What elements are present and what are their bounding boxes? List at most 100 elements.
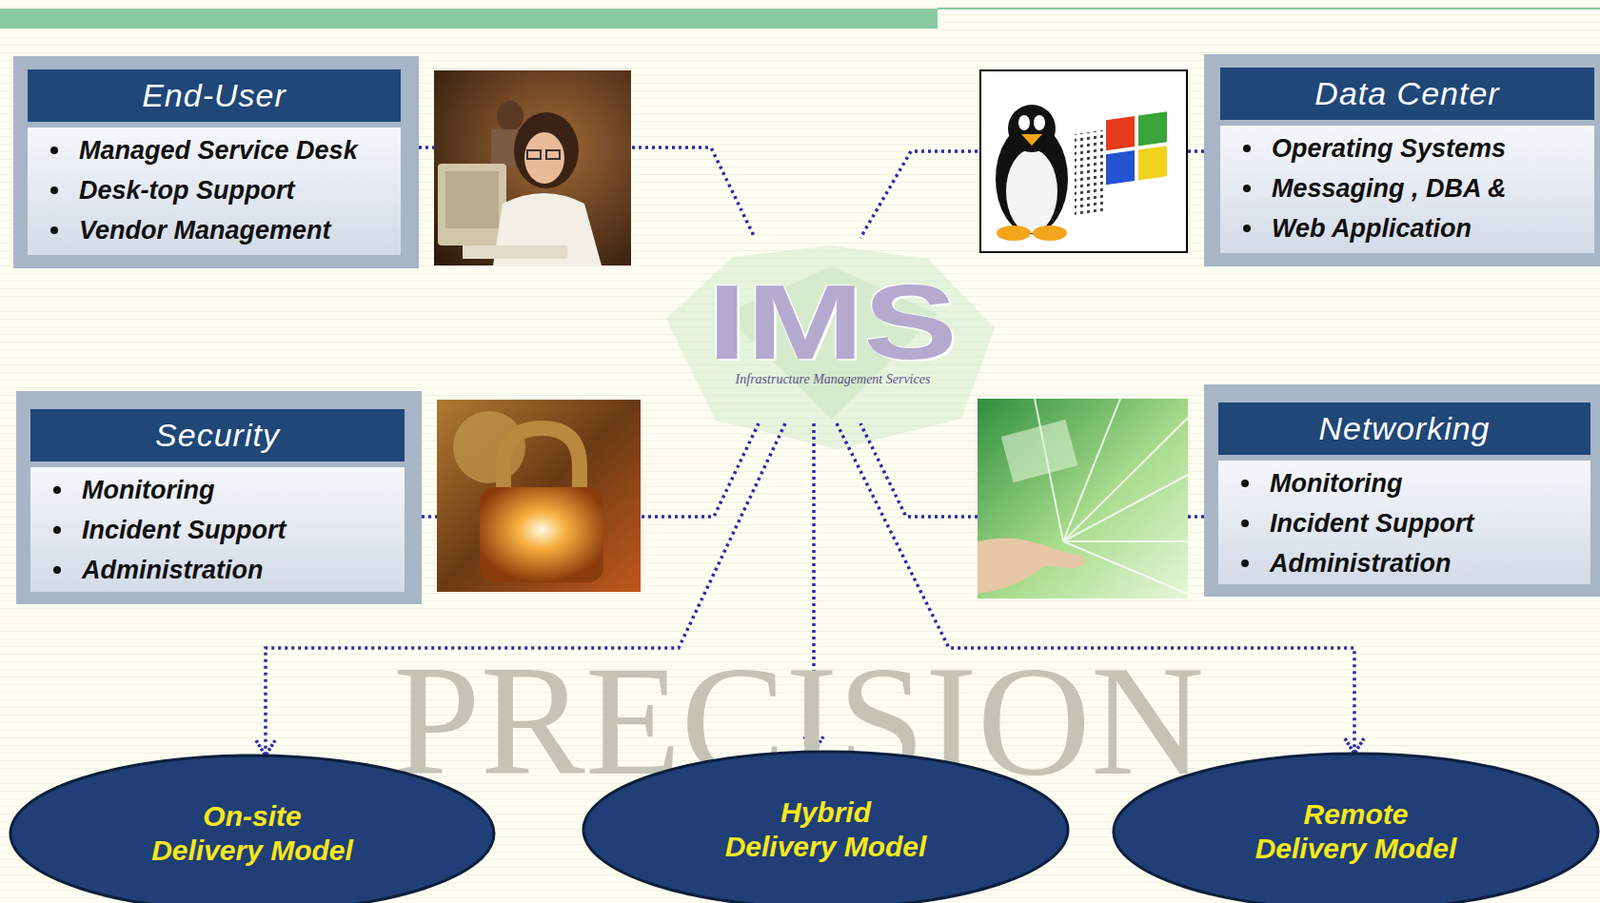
flag-trail xyxy=(1074,130,1104,218)
ellipse-outline xyxy=(583,751,1068,903)
panel-glow xyxy=(1001,419,1079,483)
bullet-dot xyxy=(1241,479,1249,488)
monitor-screen xyxy=(445,171,499,229)
bullet-item: Monitoring xyxy=(30,470,405,511)
bullet-dot xyxy=(53,486,61,494)
flag-pane xyxy=(1138,111,1167,146)
panel-body: Managed Service DeskDesk-top SupportVend… xyxy=(27,127,401,256)
bullet-text: Managed Service Desk xyxy=(79,136,358,166)
bullet-item: Web Application xyxy=(1220,208,1595,249)
bullet-text: Monitoring xyxy=(81,475,215,506)
bullet-dot xyxy=(53,566,61,574)
network-photo xyxy=(977,398,1188,599)
bullet-dot xyxy=(1243,224,1251,233)
service-desk-photo xyxy=(434,70,632,266)
service-panel: SecurityMonitoringIncident SupportAdmini… xyxy=(16,391,422,605)
penguin-head xyxy=(1007,104,1056,153)
bullet-dot xyxy=(1243,144,1251,153)
bullet-text: Incident Support xyxy=(81,515,286,546)
penguin-belly xyxy=(1006,149,1058,234)
lock-body xyxy=(479,487,604,583)
service-panel: Data CenterOperating SystemsMessaging , … xyxy=(1204,54,1600,267)
photo-ground xyxy=(434,70,632,266)
flag-pane xyxy=(1106,116,1135,151)
bullet-text: Monitoring xyxy=(1269,469,1403,499)
keyboard xyxy=(462,245,568,259)
bullet-dot xyxy=(50,146,59,155)
panel-header: Networking xyxy=(1218,402,1591,455)
bullet-item: Operating Systems xyxy=(1220,128,1595,169)
panel-body: MonitoringIncident SupportAdministration xyxy=(30,467,405,593)
monitor xyxy=(437,163,507,246)
face xyxy=(524,132,565,184)
bullet-text: Administration xyxy=(81,555,264,586)
bullet-dot xyxy=(53,526,61,534)
hand xyxy=(977,537,1085,594)
bullet-text: Operating Systems xyxy=(1271,134,1506,164)
glasses xyxy=(527,150,541,159)
delivery-ellipse: Hybrid Delivery Model xyxy=(581,750,1070,903)
glasses xyxy=(546,150,560,159)
panel-header: Data Center xyxy=(1220,67,1595,120)
bullet-dot xyxy=(1241,559,1249,568)
bullet-item: Administration xyxy=(30,550,405,591)
arrow-head xyxy=(1344,738,1364,754)
penguin-eye xyxy=(1018,115,1030,131)
logo-letters: IMS xyxy=(708,275,959,371)
bullet-text: Vendor Management xyxy=(79,216,332,246)
bullet-item: Monitoring xyxy=(1218,463,1591,504)
ellipse-outline xyxy=(10,755,494,903)
ellipse-text: On-site Delivery Model xyxy=(151,799,354,869)
penguin-foot xyxy=(1032,225,1067,241)
panel-title: Security xyxy=(155,416,280,455)
penguin-body xyxy=(995,123,1068,235)
panel-body: Operating SystemsMessaging , DBA & Web Ap… xyxy=(1220,125,1595,254)
panel-title: Networking xyxy=(1318,410,1490,448)
bullet-item: Desk-top Support xyxy=(27,170,401,211)
delivery-ellipse: On-site Delivery Model xyxy=(8,753,496,903)
os-logos xyxy=(980,70,1187,253)
bullet-item: Vendor Management xyxy=(27,210,401,251)
ims-logo: IMSInfrastructure Management Services xyxy=(704,237,962,424)
bullet-item: Incident Support xyxy=(30,510,405,551)
logo-subtitle: Infrastructure Management Services xyxy=(735,372,931,388)
top-bar xyxy=(0,8,938,29)
panel-header: End-User xyxy=(27,69,401,122)
ellipse-text: Remote Delivery Model xyxy=(1255,797,1458,867)
padlock-photo xyxy=(436,399,641,593)
bullet-dot xyxy=(1241,519,1249,528)
bullet-text: Administration xyxy=(1269,549,1452,579)
service-panel: End-UserManaged Service DeskDesk-top Sup… xyxy=(13,56,419,269)
bullet-item: Messaging , DBA & xyxy=(1220,168,1595,209)
bullet-text: Incident Support xyxy=(1269,509,1474,539)
photo-ground xyxy=(436,399,641,593)
bullet-text: Web Application xyxy=(1271,214,1472,244)
hair xyxy=(513,112,579,189)
arrow-head xyxy=(256,740,276,756)
panel-body: MonitoringIncident SupportAdministration xyxy=(1218,460,1591,585)
ellipse-outline xyxy=(1113,753,1599,903)
panel-header: Security xyxy=(30,409,405,462)
bullet-item: Managed Service Desk xyxy=(27,130,401,171)
penguin-foot xyxy=(996,225,1031,241)
bullet-text: Desk-top Support xyxy=(79,176,296,206)
ellipse-text: Hybrid Delivery Model xyxy=(725,795,928,865)
logo-emblem xyxy=(666,245,995,450)
service-panel: NetworkingMonitoringIncident SupportAdmi… xyxy=(1204,384,1600,597)
flag-pane xyxy=(1138,145,1167,180)
penguin-beak xyxy=(1021,134,1043,146)
photo-ground xyxy=(977,398,1188,599)
panel-title: Data Center xyxy=(1314,75,1500,113)
bullet-item: Incident Support xyxy=(1218,503,1591,544)
bullet-dot xyxy=(50,186,59,195)
bullet-item: Administration xyxy=(1218,543,1591,584)
flag-pane xyxy=(1106,150,1135,185)
top-rule xyxy=(937,7,1600,10)
lock-shackle xyxy=(503,428,580,495)
windows-flag xyxy=(1106,111,1167,185)
background-person xyxy=(496,100,524,132)
penguin-eye xyxy=(1033,115,1046,131)
bullet-text: Messaging , DBA & xyxy=(1271,174,1507,204)
bullet-dot xyxy=(50,226,59,235)
